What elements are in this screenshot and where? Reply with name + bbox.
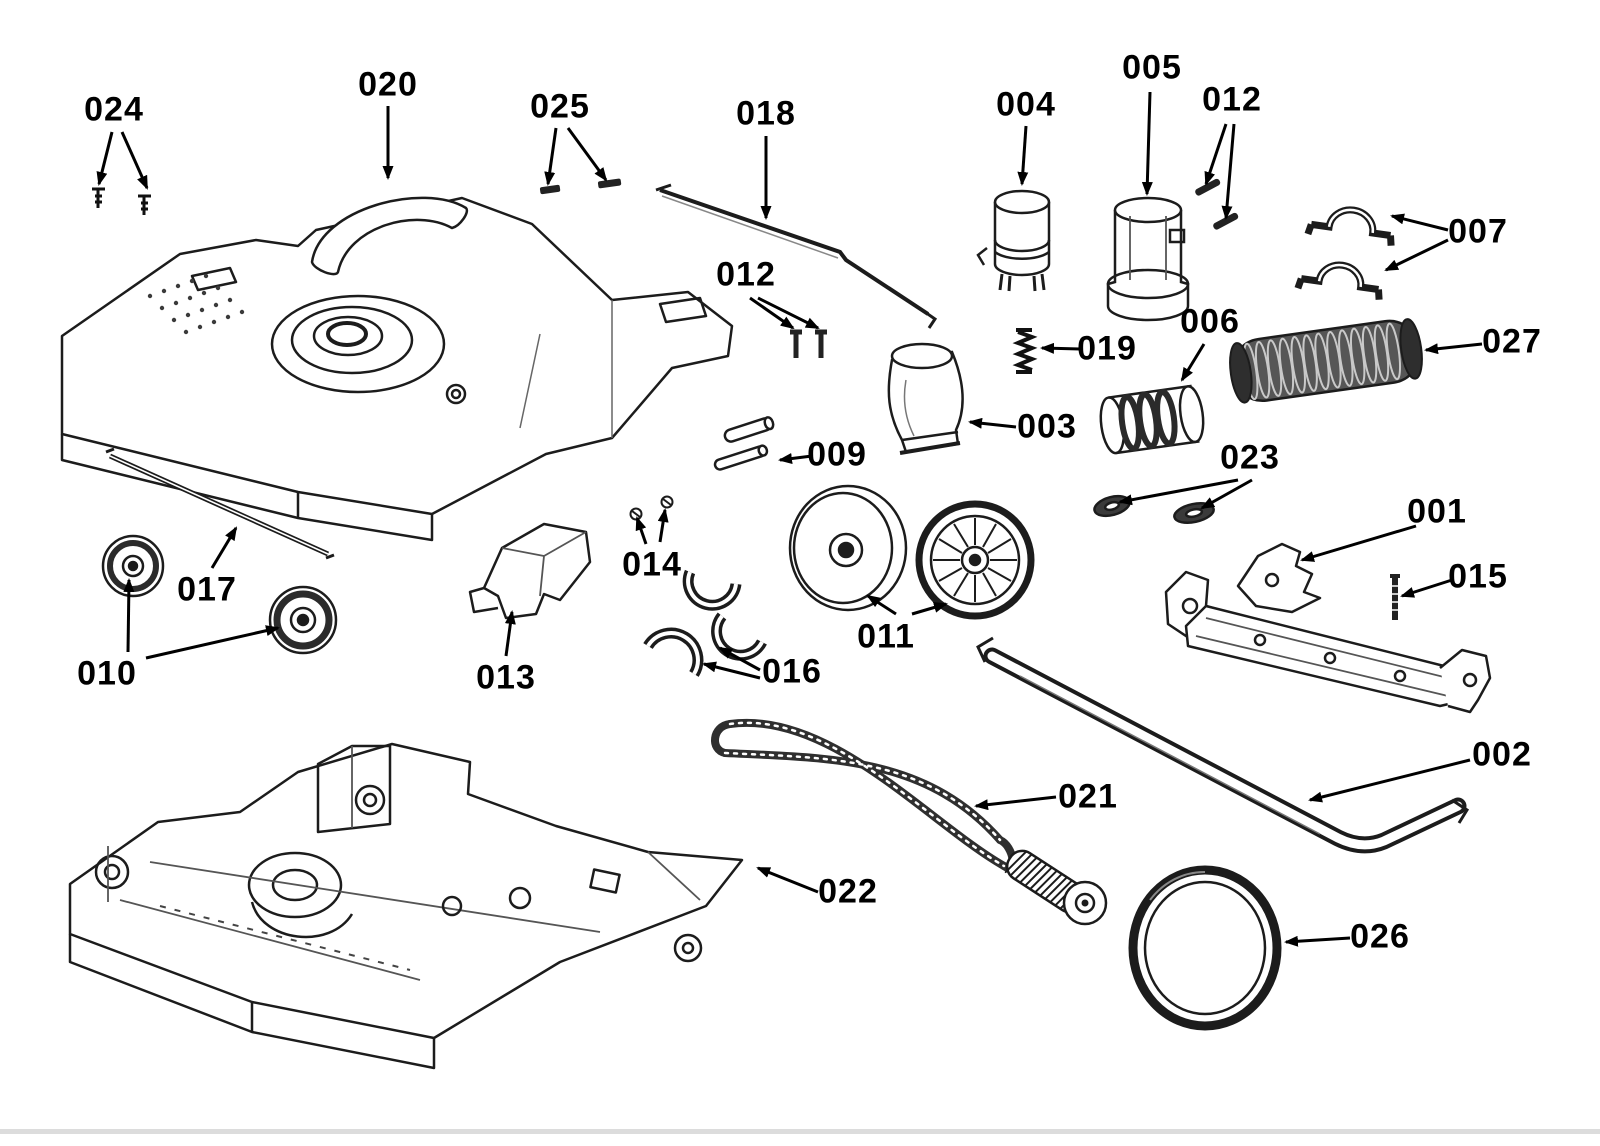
part-elbow-003-illustration (887, 342, 964, 455)
part-label-003: 003 (1017, 407, 1077, 446)
part-wheels-010-illustration (101, 534, 338, 655)
part-hood-illustration (60, 196, 734, 542)
part-screw-015-illustration (1390, 574, 1400, 620)
part-label-007: 007 (1448, 212, 1508, 251)
part-base-022-illustration (68, 742, 744, 1070)
part-screws-014-illustration (629, 495, 674, 521)
part-clips-025-illustration (539, 178, 622, 195)
part-pins-012-top-illustration (1195, 178, 1239, 230)
part-label-011: 011 (857, 617, 915, 656)
bottom-divider (0, 1129, 1600, 1134)
part-screws-024-illustration (92, 187, 151, 215)
part-pins-012-mid-illustration (790, 329, 827, 358)
part-label-020: 020 (358, 65, 418, 104)
part-label-024: 024 (84, 90, 144, 129)
part-label-005: 005 (1122, 48, 1182, 87)
part-label-010: 010 (77, 654, 137, 693)
part-motor-005-illustration (1106, 196, 1190, 322)
part-label-017: 017 (177, 570, 237, 609)
part-label-025: 025 (530, 87, 590, 126)
part-label-001: 001 (1407, 492, 1467, 531)
part-spring-019-illustration (1012, 328, 1038, 374)
part-label-013: 013 (476, 658, 536, 697)
part-belt-021-illustration (711, 718, 1108, 926)
part-canister-004-illustration (976, 189, 1051, 292)
part-label-016: 016 (762, 652, 822, 691)
part-bracket-001-illustration (1164, 542, 1492, 714)
part-ring-026-illustration (1128, 865, 1282, 1031)
part-label-022: 022 (818, 872, 878, 911)
part-pulleys-011-illustration (788, 484, 1035, 620)
part-label-012-mid: 012 (716, 255, 776, 294)
part-label-002: 002 (1472, 735, 1532, 774)
part-hose-027-illustration (1229, 318, 1423, 404)
part-label-023: 023 (1220, 438, 1280, 477)
callout-arrows (96, 91, 1483, 947)
part-label-015: 015 (1448, 557, 1508, 596)
part-label-027: 027 (1482, 322, 1542, 361)
part-label-014: 014 (622, 545, 682, 584)
part-label-006: 006 (1180, 302, 1240, 341)
part-clips-023-illustration (1093, 494, 1215, 524)
part-label-009: 009 (807, 435, 867, 474)
part-coupler-006-illustration (1099, 384, 1205, 455)
part-label-012-top: 012 (1202, 80, 1262, 119)
part-label-021: 021 (1058, 777, 1118, 816)
part-label-026: 026 (1350, 917, 1410, 956)
part-label-018: 018 (736, 94, 796, 133)
part-bracket-013-illustration (468, 522, 592, 620)
part-rod-017-illustration (105, 447, 335, 560)
part-label-004: 004 (996, 85, 1056, 124)
part-label-019: 019 (1077, 329, 1137, 368)
part-handle-rod-002-illustration (976, 636, 1470, 854)
part-pins-009-illustration (713, 416, 775, 471)
part-clamps-007-illustration (1294, 206, 1395, 300)
part-channels-016-illustration (643, 569, 767, 677)
part-rod-018-illustration (655, 183, 938, 329)
